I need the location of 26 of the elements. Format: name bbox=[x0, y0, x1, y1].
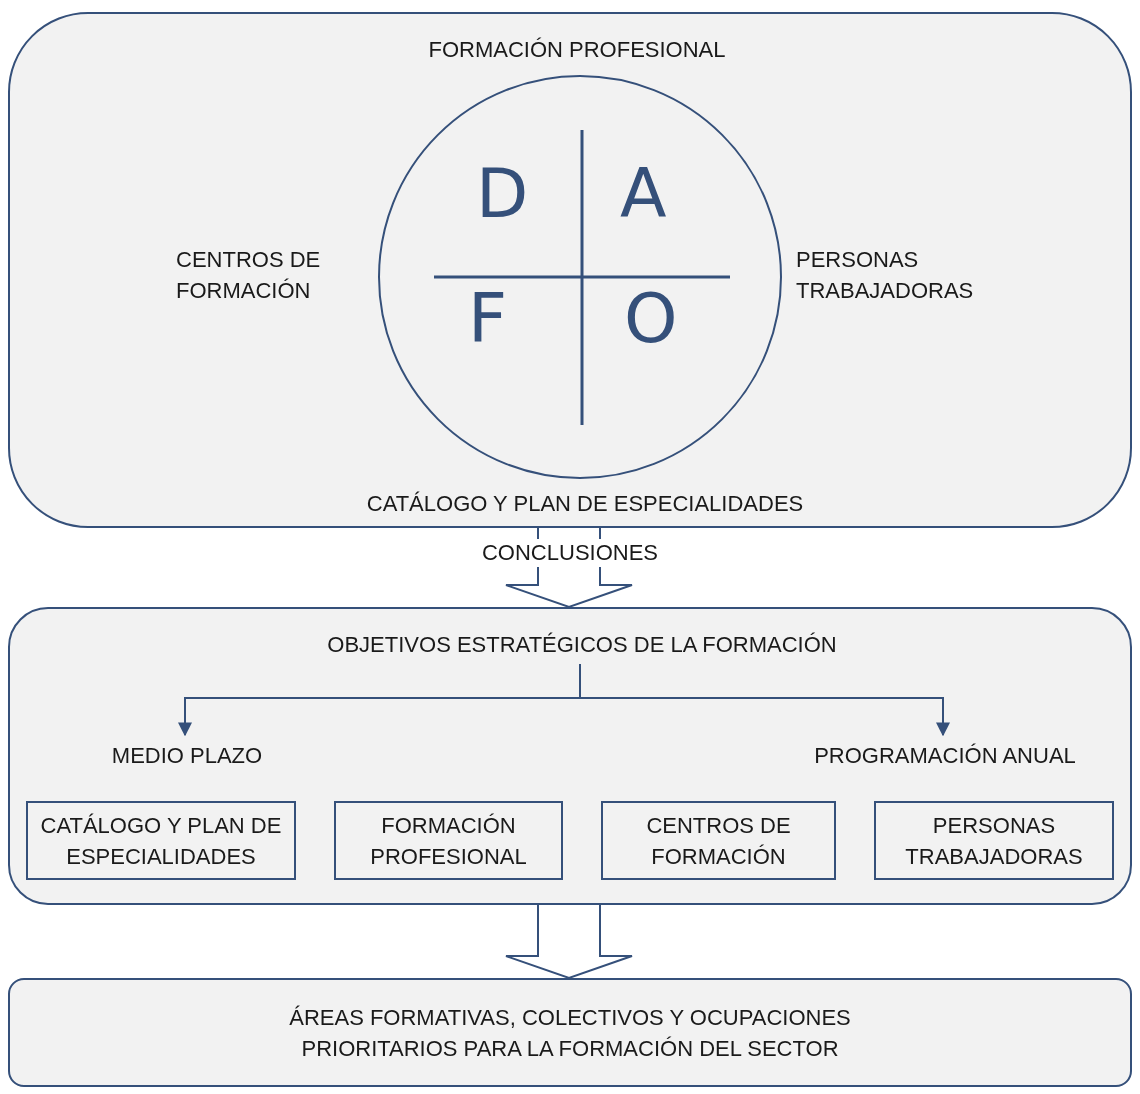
text-label: D bbox=[476, 160, 529, 228]
text-label: FORMACIÓN PROFESIONAL bbox=[369, 811, 528, 871]
rounded-panel bbox=[8, 978, 1132, 1087]
text-label: CENTROS DE FORMACIÓN bbox=[176, 246, 322, 305]
text-label: CATÁLOGO Y PLAN DE ESPECIALIDADES bbox=[40, 811, 282, 871]
text-label: O bbox=[624, 285, 678, 353]
text-label: FORMACIÓN PROFESIONAL bbox=[427, 36, 727, 64]
text-label: CATÁLOGO Y PLAN DE ESPECIALIDADES bbox=[365, 490, 805, 518]
dafo-circle bbox=[378, 75, 782, 479]
process-box bbox=[874, 801, 1114, 880]
rounded-panel bbox=[8, 12, 1132, 528]
text-label: F bbox=[468, 285, 508, 353]
process-box bbox=[601, 801, 836, 880]
text-label: A bbox=[620, 160, 667, 228]
rounded-panel bbox=[8, 607, 1132, 905]
text-label: CENTROS DE FORMACIÓN bbox=[645, 811, 792, 871]
text-label: ÁREAS FORMATIVAS, COLECTIVOS Y OCUPACIONES PRIORITARIOS PARA LA FORMACIÓN DEL SECTOR bbox=[288, 1003, 852, 1063]
text-label: PERSONAS TRABAJADORAS bbox=[796, 246, 975, 305]
text-label: PROGRAMACIÓN ANUAL bbox=[814, 741, 1076, 770]
process-box bbox=[334, 801, 563, 880]
text-label: OBJETIVOS ESTRATÉGICOS DE LA FORMACIÓN bbox=[327, 630, 837, 659]
process-box bbox=[26, 801, 296, 880]
block-arrow bbox=[505, 904, 633, 980]
text-label: PERSONAS TRABAJADORAS bbox=[904, 811, 1084, 871]
text-label: MEDIO PLAZO bbox=[111, 741, 263, 770]
arrow bbox=[579, 663, 950, 737]
